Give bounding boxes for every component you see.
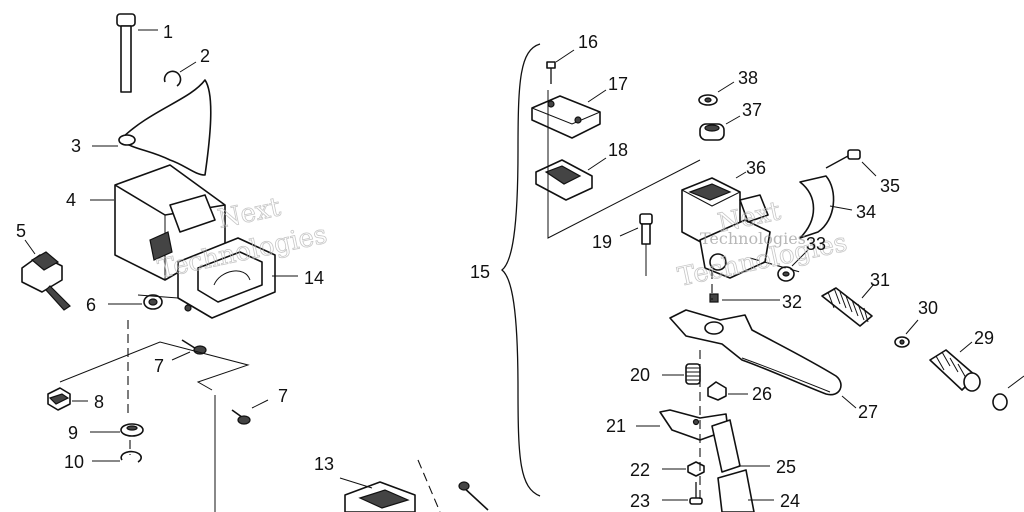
label-2: 2 [200, 46, 210, 66]
cap-part-17 [531, 89, 607, 139]
clip-part-2 [163, 61, 197, 87]
clamp-part-34 [799, 175, 853, 239]
nut-part-8 [47, 387, 88, 411]
washer-part-38 [698, 81, 735, 106]
label-9: 9 [68, 423, 78, 443]
label-25: 25 [776, 457, 796, 477]
nut-part-26 [707, 381, 748, 401]
washer-part-33 [777, 249, 809, 282]
screw-part-16 [546, 49, 575, 84]
bolt-part-35 [825, 149, 877, 177]
spring-part-31 [821, 283, 875, 327]
label-13: 13 [314, 454, 334, 474]
svg-text:Next: Next [215, 192, 284, 235]
screw-part-7b [231, 399, 269, 425]
label-4: 4 [66, 190, 76, 210]
label-38: 38 [738, 68, 758, 88]
seal-part-37 [699, 115, 741, 141]
switch-part-25 [711, 419, 770, 473]
nut-part-22 [662, 461, 705, 477]
label-31: 31 [870, 270, 890, 290]
adjuster-part-29 [929, 341, 981, 392]
label-19: 19 [592, 232, 612, 252]
label-7b: 7 [278, 386, 288, 406]
label-24: 24 [780, 491, 800, 511]
label-3: 3 [71, 136, 81, 156]
saddle-part-3 [92, 79, 212, 176]
label-6: 6 [86, 295, 96, 315]
spring-part-20 [662, 363, 701, 385]
label-21: 21 [606, 416, 626, 436]
washer-part-9 [90, 423, 144, 437]
label-23: 23 [630, 491, 650, 511]
label-10: 10 [64, 452, 84, 472]
label-30: 30 [918, 298, 938, 318]
label-35: 35 [880, 176, 900, 196]
label-1: 1 [163, 22, 173, 42]
label-20: 20 [630, 365, 650, 385]
label-7a: 7 [154, 356, 164, 376]
ring-part-end [992, 375, 1024, 411]
lever-part-27 [669, 309, 857, 409]
group-brace-15 [500, 43, 541, 497]
diaphragm-part-18 [535, 157, 607, 201]
label-36: 36 [746, 158, 766, 178]
label-34: 34 [856, 202, 876, 222]
label-15: 15 [470, 262, 490, 282]
master-cylinder-part-36 [681, 171, 771, 279]
block-part-13 [339, 459, 489, 512]
housing-part-4 [90, 164, 226, 281]
assembly-lines-right [547, 90, 801, 500]
washer-part-30 [894, 319, 919, 348]
label-18: 18 [608, 140, 628, 160]
label-22: 22 [630, 460, 650, 480]
label-37: 37 [742, 100, 762, 120]
label-26: 26 [752, 384, 772, 404]
callout-labels: 1 2 3 4 5 6 7 7 8 9 10 13 14 15 16 17 18… [16, 22, 994, 511]
label-16: 16 [578, 32, 598, 52]
label-8: 8 [94, 392, 104, 412]
label-29: 29 [974, 328, 994, 348]
label-33: 33 [806, 234, 826, 254]
label-5: 5 [16, 221, 26, 241]
label-17: 17 [608, 74, 628, 94]
assembly-lines-left [59, 294, 250, 512]
nut-part-32 [709, 293, 780, 303]
label-14: 14 [304, 268, 324, 288]
clip-part-10 [92, 450, 142, 463]
block-part-5 [21, 239, 71, 311]
bolt-part-1 [116, 13, 158, 93]
svg-text:Technologies: Technologies [700, 229, 806, 248]
label-27: 27 [858, 402, 878, 422]
label-32: 32 [782, 292, 802, 312]
pin-part-19 [619, 213, 653, 245]
plate-part-24 [717, 469, 774, 512]
bushing-part-6 [108, 294, 163, 310]
screw-part-23 [662, 482, 703, 505]
cover-plate-part-14 [177, 237, 298, 319]
